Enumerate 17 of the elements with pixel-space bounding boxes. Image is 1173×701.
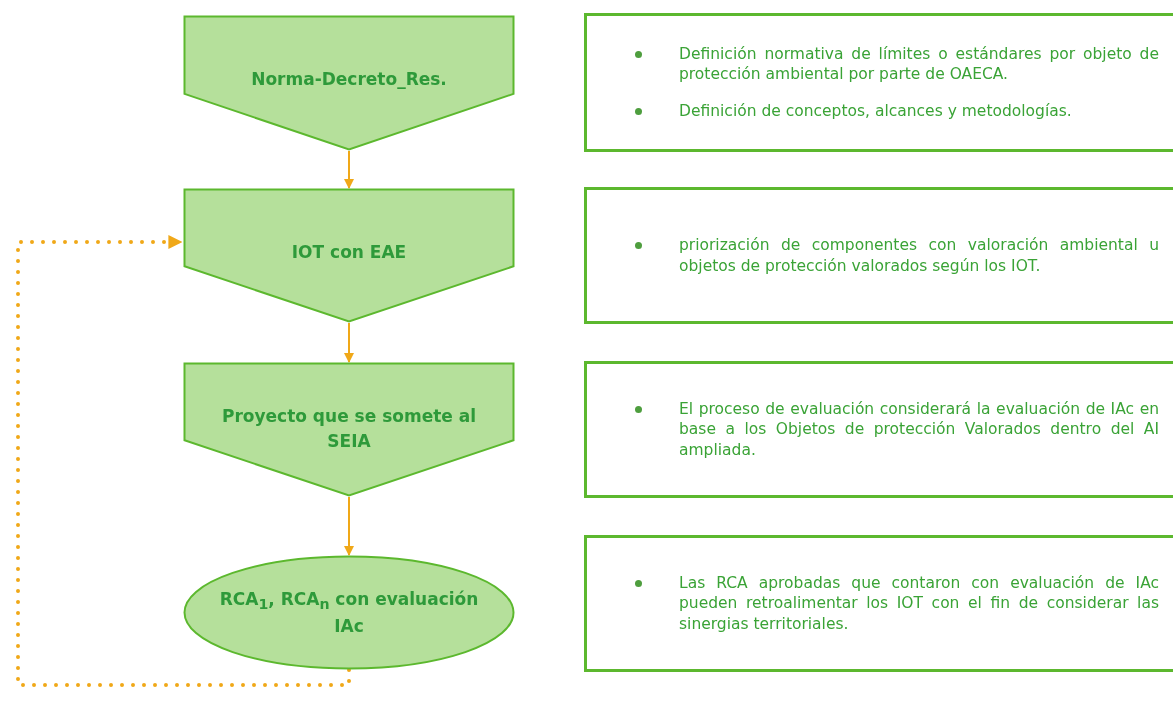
description-box <box>584 13 1173 152</box>
arrow <box>344 322 354 363</box>
node-label: Proyecto que se somete al SEIA <box>220 405 478 453</box>
arrow <box>344 496 354 556</box>
feedback-arrow <box>16 235 351 687</box>
node-label: RCA$_{1}$, RCA$_{n}$ con evaluación IAc <box>218 587 480 639</box>
arrow <box>344 150 354 189</box>
description-box <box>584 187 1173 324</box>
bullet-text: El proceso de evaluación considerará la evaluación de IAc en base a los Objetos de protección Valorados dentro del AI ampliada. <box>679 398 1159 461</box>
bullet-text: Definición normativa de límites o estándares por objeto de protección ambiental por parte de OAECA. <box>679 43 1159 85</box>
node-label: Norma-Decreto_Res. <box>250 68 448 91</box>
bullet-text: priorización de componentes con valoración ambiental u objetos de protección valorados según los IOT. <box>679 235 1159 276</box>
description-box <box>584 535 1173 672</box>
bullet-text: Las RCA aprobadas que contaron con evaluación de IAc pueden retroalimentar los IOT con el fin de considerar las sinergias territoriales. <box>679 572 1159 635</box>
node-label: IOT con EAE <box>290 241 408 264</box>
bullet-text: Definición de conceptos, alcances y metodologías. <box>679 100 1073 122</box>
description-box <box>584 361 1173 498</box>
